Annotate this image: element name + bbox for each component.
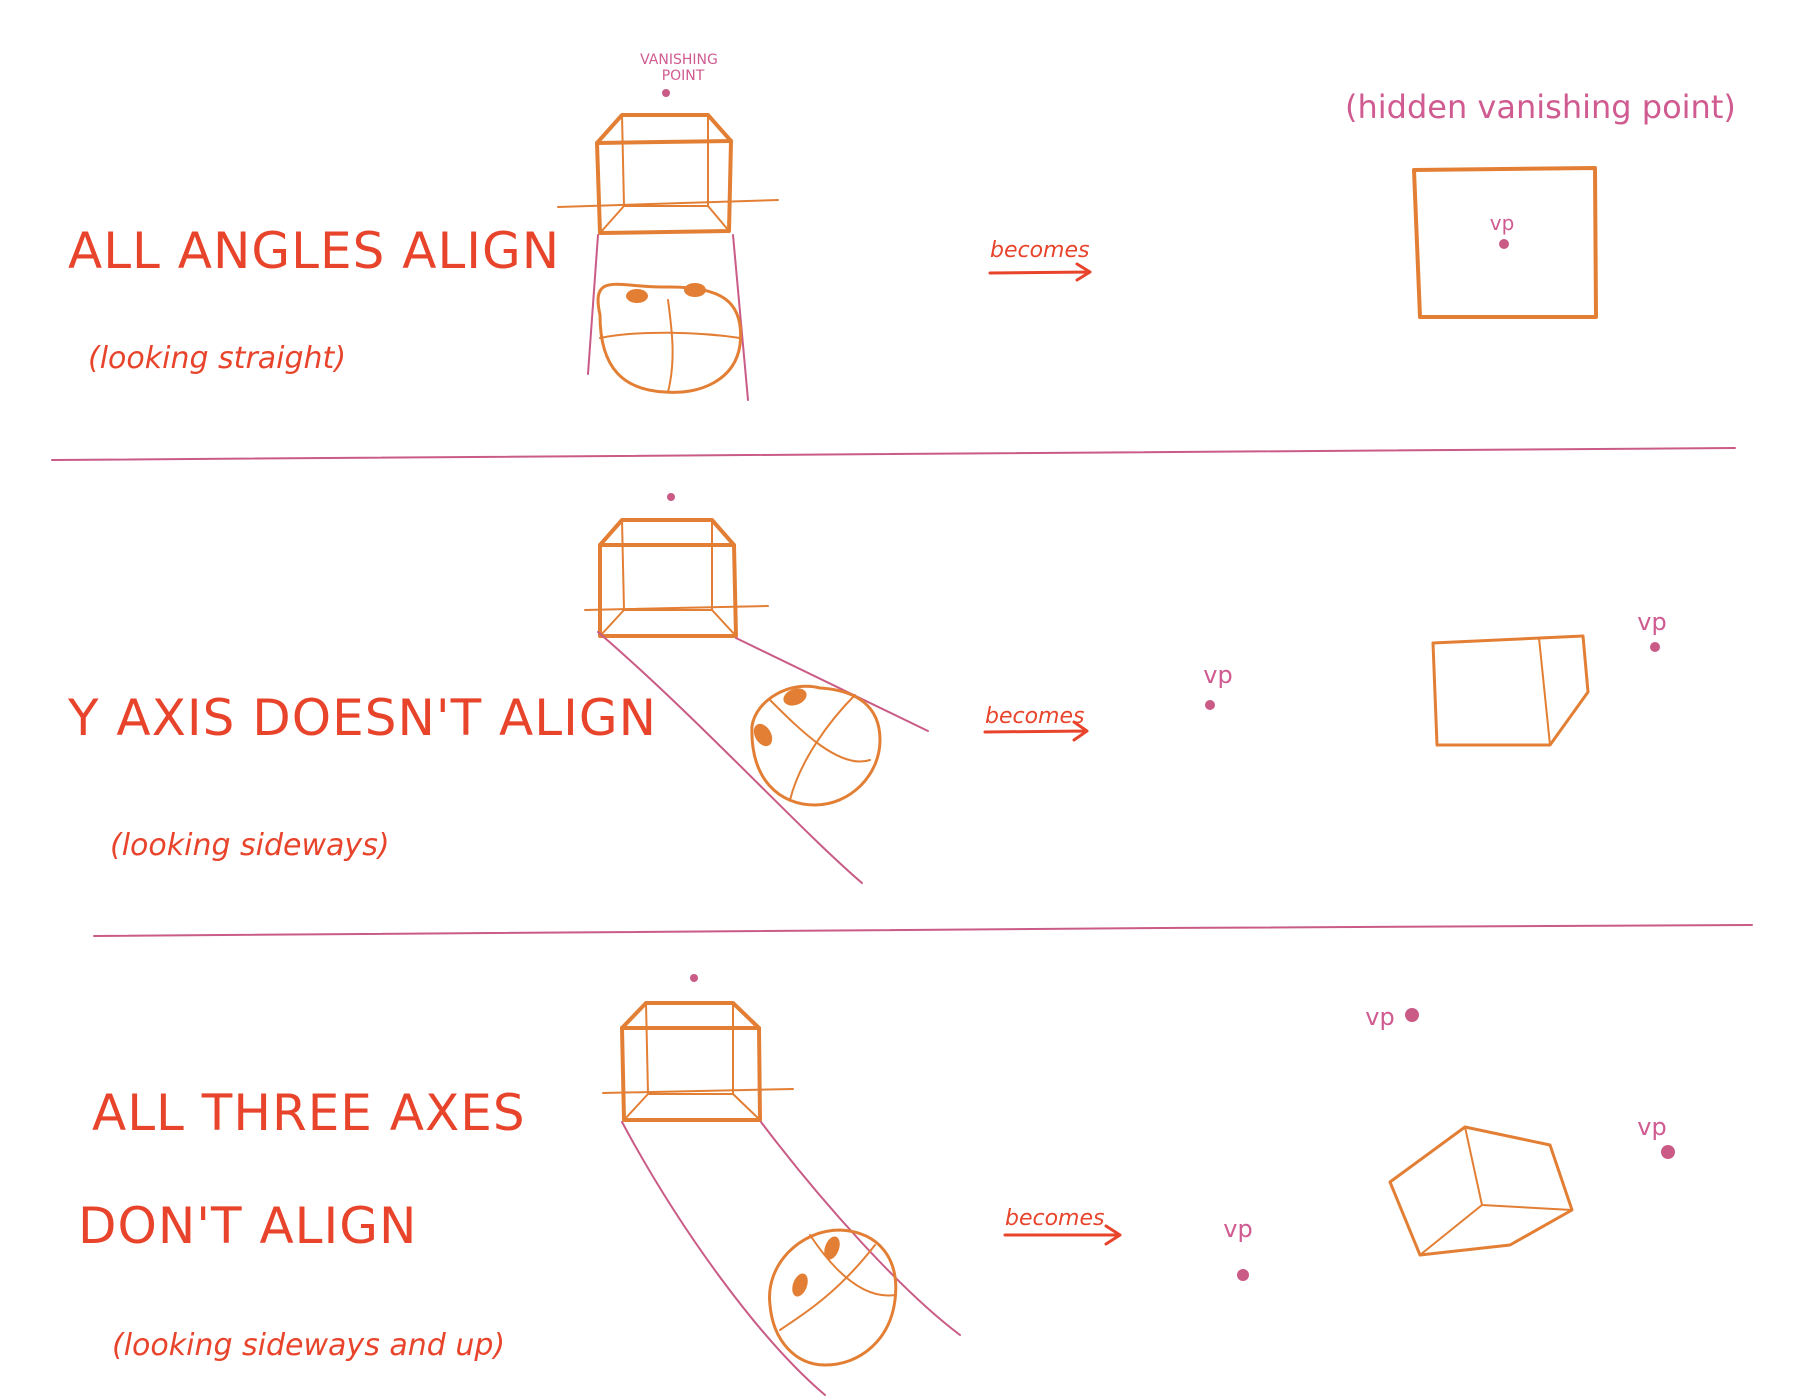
- row-3-title-line1: ALL THREE AXES: [92, 1084, 526, 1142]
- row-2-title: Y AXIS DOESN'T ALIGN: [67, 689, 657, 747]
- row-3-vanishing-point-dot: [690, 974, 698, 982]
- row-3-becomes-arrow: [1003, 1224, 1122, 1246]
- row-3-vp-right-dot: [1661, 1145, 1675, 1159]
- row-2-vp-right-label: vp: [1637, 608, 1666, 636]
- row-3-vp-top-dot: [1405, 1008, 1419, 1022]
- row-2-vp-left-label: vp: [1203, 661, 1232, 689]
- row-1-result-vp-dot: [1499, 239, 1509, 249]
- row-3-becomes-label: becomes: [1005, 1206, 1104, 1231]
- row-3-cube: [620, 1001, 762, 1122]
- row-1-result-caption: (hidden vanishing point): [1345, 88, 1736, 126]
- row-2-becomes-arrow: [983, 720, 1089, 742]
- row-1-result-vp-label: vp: [1490, 211, 1515, 235]
- row-2-guide-lines: [597, 631, 929, 884]
- row-3-horizon-line: [602, 1088, 794, 1094]
- row-1-becomes-arrow: [988, 262, 1092, 282]
- row-2-vp-left-dot: [1205, 700, 1215, 710]
- row-1-vanishing-point-dot: [662, 89, 670, 97]
- row-3-vp-left-dot: [1237, 1269, 1249, 1281]
- row-2-result-box: [1431, 634, 1590, 747]
- row-3-title-line2: DON'T ALIGN: [78, 1197, 417, 1255]
- row-2-cube: [598, 518, 738, 638]
- row-1-vanishing-label-line1: VANISHING: [640, 52, 718, 68]
- row-2-vp-right-dot: [1650, 642, 1660, 652]
- row-1-becomes-label: becomes: [990, 238, 1089, 263]
- row-1: ALL ANGLES ALIGN (looking straight) VANI…: [68, 52, 1736, 401]
- row-1-guide-lines: [587, 234, 749, 401]
- row-1-subtitle: (looking straight): [88, 341, 346, 376]
- row-2-vanishing-point-dot: [667, 493, 675, 501]
- row-2-subtitle: (looking sideways): [110, 828, 390, 863]
- row-2: Y AXIS DOESN'T ALIGN (looking sideways) …: [67, 493, 1667, 884]
- row-1-result-square: [1412, 166, 1598, 319]
- row-2-horizon-line: [584, 605, 769, 611]
- row-1-vanishing-label-line2: POINT: [662, 68, 705, 84]
- row-1-title: ALL ANGLES ALIGN: [68, 222, 560, 280]
- row-3-result-box: [1388, 1125, 1574, 1257]
- row-1-cube: [595, 113, 733, 235]
- row-3-subtitle: (looking sideways and up): [112, 1328, 505, 1363]
- row-3-guide-lines: [621, 1121, 961, 1396]
- row-1-head-sphere: [596, 282, 743, 394]
- divider-1: [51, 447, 1736, 461]
- row-1-horizon-line: [557, 199, 779, 208]
- row-3-vp-right-label: vp: [1637, 1113, 1666, 1141]
- row-3-vp-left-label: vp: [1223, 1215, 1252, 1243]
- row-2-head-sphere: [750, 684, 882, 807]
- row-2-becomes-label: becomes: [985, 704, 1084, 729]
- divider-2: [93, 924, 1753, 937]
- row-3-head-sphere: [768, 1228, 898, 1367]
- row-3: ALL THREE AXES DON'T ALIGN (looking side…: [78, 974, 1675, 1396]
- row-3-vp-top-label: vp: [1365, 1003, 1394, 1031]
